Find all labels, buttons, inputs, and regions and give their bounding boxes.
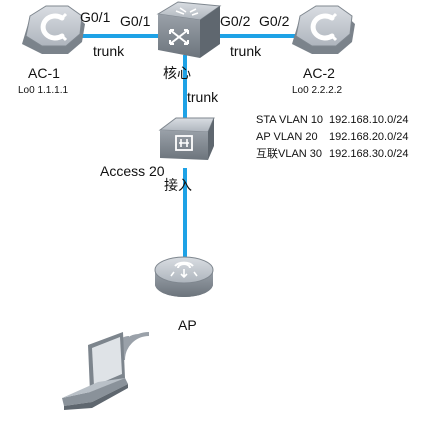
ac2-port-label: G0/2 xyxy=(259,13,290,29)
ac2-loopback: Lo0 2.2.2.2 xyxy=(292,85,343,96)
wireless-ap-icon xyxy=(154,256,214,297)
ac1-name: AC-1 xyxy=(28,65,60,81)
core-switch-icon xyxy=(156,1,222,58)
vlan-subnet-10: 192.168.10.0/24 xyxy=(329,114,409,126)
wireless-laptop-icon xyxy=(62,332,150,410)
ac2-router-icon xyxy=(292,5,355,54)
vlan-name-30: 互联VLAN 30 xyxy=(256,148,323,160)
access-switch-icon xyxy=(158,117,215,160)
core-right-port-label: G0/2 xyxy=(220,13,251,29)
vlan-subnet-30: 192.168.30.0/24 xyxy=(329,148,409,160)
vlan-subnet-20: 192.168.20.0/24 xyxy=(329,131,409,143)
vlan-name-20: AP VLAN 20 xyxy=(256,131,318,143)
ac1-port-label: G0/1 xyxy=(80,9,111,25)
access-name: Access 20 xyxy=(100,163,165,179)
trunk-label-ac1-core: trunk xyxy=(93,43,125,59)
ap-name: AP xyxy=(178,317,197,333)
trunk-label-core-ac2: trunk xyxy=(230,43,262,59)
ac2-name: AC-2 xyxy=(303,65,335,81)
vlan-name-10: STA VLAN 10 xyxy=(256,114,324,126)
ac1-loopback: Lo0 1.1.1.1 xyxy=(18,85,69,96)
trunk-label-core-access: trunk xyxy=(187,89,219,105)
core-left-port-label: G0/1 xyxy=(120,13,151,29)
ac1-router-icon xyxy=(22,5,85,54)
access-role: 接入 xyxy=(164,177,192,193)
core-name: 核心 xyxy=(163,65,191,81)
